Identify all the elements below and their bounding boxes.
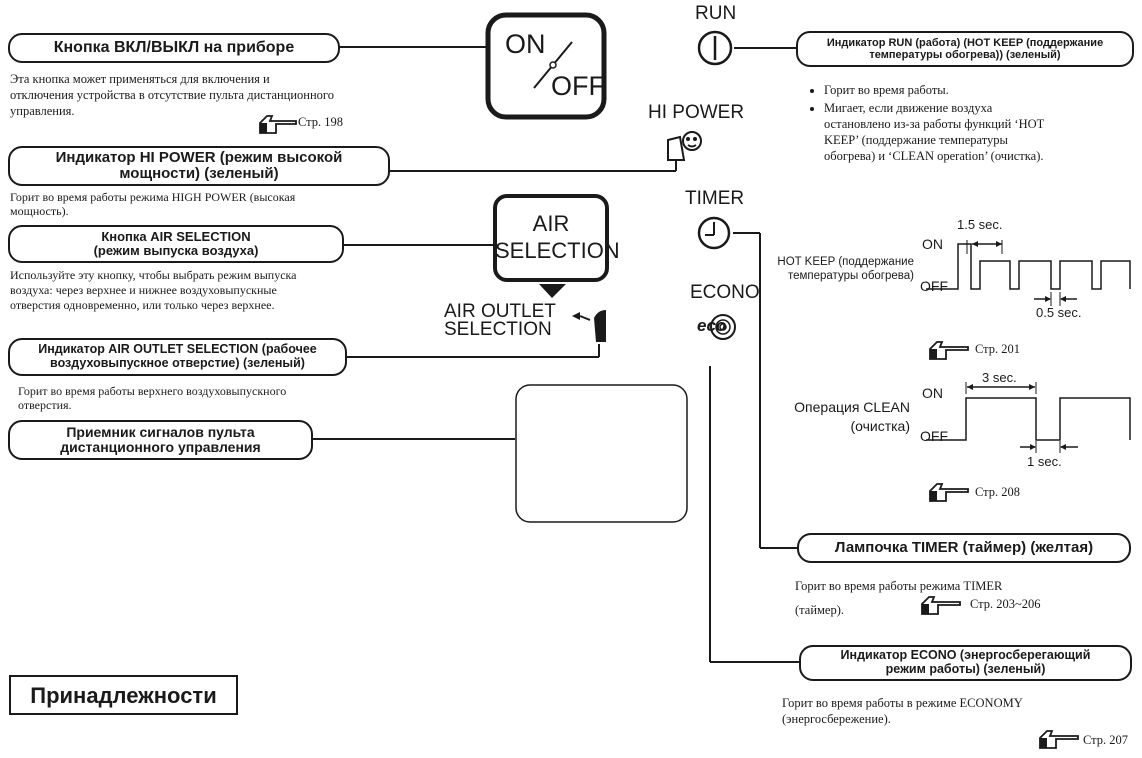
econo-caption: ECONO	[690, 282, 760, 303]
page-ref-201: Стр. 201	[975, 342, 1021, 356]
clean-period-1: 1 sec.	[1027, 454, 1062, 469]
air-outlet-caption: AIR OUTLET SELECTION	[444, 301, 556, 340]
hand-pointer-icon	[921, 596, 961, 615]
accessories-title: Принадлежности	[30, 683, 217, 708]
clean-on-label: ON	[922, 385, 943, 401]
receiver-label: Приемник сигналов пульта дистанционного …	[8, 420, 313, 460]
page-ref-203-206: Стр. 203~206	[970, 597, 1041, 611]
hotkeep-period-0-5: 0.5 sec.	[1036, 305, 1082, 320]
hipower-description: Горит во время работы режима HIGH POWER …	[10, 190, 296, 218]
clean-off-label: OFF	[920, 428, 948, 444]
power-button-title: Кнопка ВКЛ/ВЫКЛ на приборе	[53, 39, 295, 57]
eco-logo: eco	[697, 316, 727, 335]
on-label: ON	[505, 29, 546, 59]
air-selection-description: Используйте эту кнопку, чтобы выбрать ре…	[10, 268, 297, 312]
hotkeep-period-1-5: 1.5 sec.	[957, 217, 1003, 232]
hipower-indicator-label: Индикатор HI POWER (режим высокой мощнос…	[8, 146, 390, 186]
air-selection-button-shape	[493, 194, 609, 282]
power-button-description: Эта кнопка может применяться для включен…	[10, 72, 334, 118]
air-outlet-description: Горит во время работы верхнего воздуховы…	[18, 384, 287, 412]
hand-pointer-icon	[929, 341, 969, 360]
clean-period-3: 3 sec.	[982, 370, 1017, 385]
off-label: OFF	[551, 71, 605, 101]
econo-description: Горит во время работы в режиме ECONOMY (…	[782, 696, 1023, 726]
hand-pointer-icon	[929, 483, 969, 502]
run-bullets: Горит во время работы. Мигает, если движ…	[808, 82, 1044, 166]
air-selection-label: Кнопка AIR SELECTION (режим выпуска возд…	[8, 225, 344, 263]
on-off-button-shape	[485, 12, 607, 120]
power-button-label: Кнопка ВКЛ/ВЫКЛ на приборе	[8, 33, 340, 63]
run-indicator-label: Индикатор RUN (работа) (HOT KEEP (поддер…	[796, 31, 1134, 67]
page-ref-208: Стр. 208	[975, 485, 1021, 499]
page-ref-207: Стр. 207	[1083, 733, 1129, 747]
hand-pointer-icon	[259, 115, 297, 134]
hipower-caption: HI POWER	[648, 102, 745, 123]
accessories-box	[9, 675, 238, 715]
clean-waveform	[926, 386, 1131, 448]
clean-label: Операция CLEAN (очистка)	[794, 399, 910, 434]
run-caption: RUN	[695, 3, 737, 24]
air-selection-button-text[interactable]: AIR SELECTION	[495, 211, 620, 263]
receiver-box	[515, 384, 688, 523]
page-ref-198: Стр. 198	[298, 115, 344, 129]
hotkeep-on-label: ON	[922, 236, 943, 252]
timer-lamp-description: Горит во время работы режима TIMER (тайм…	[795, 579, 1003, 617]
econo-indicator-label: Индикатор ECONO (энергосберегающий режим…	[799, 645, 1132, 681]
hotkeep-label: HOT KEEP (поддержание температуры обогре…	[777, 256, 914, 282]
hand-pointer-icon	[1039, 730, 1079, 749]
air-outlet-indicator-shape	[594, 310, 606, 342]
air-outlet-indicator-label: Индикатор AIR OUTLET SELECTION (рабочее …	[8, 338, 347, 376]
hotkeep-off-label: OFF	[920, 278, 948, 294]
hotkeep-waveform	[926, 243, 1131, 300]
timer-lamp-label: Лампочка TIMER (таймер) (желтая)	[797, 533, 1131, 563]
timer-caption: TIMER	[685, 188, 745, 209]
